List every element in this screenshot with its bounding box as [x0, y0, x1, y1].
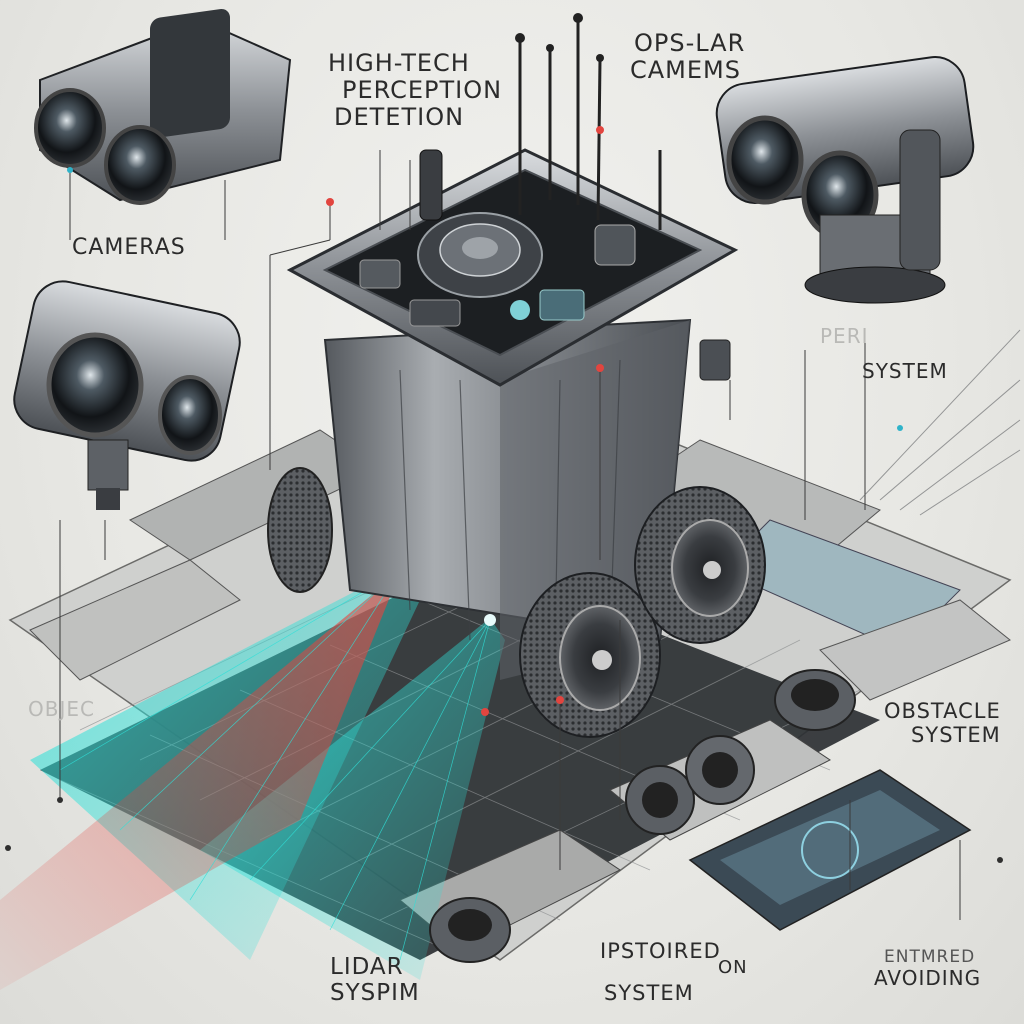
label-line: DETETION [334, 102, 465, 131]
label-line: HIGH-TECH [328, 49, 470, 77]
label-line: CAMEMS [630, 55, 741, 84]
robot-bin-icon [267, 13, 766, 738]
pivot-camera-icon [715, 56, 975, 304]
label-line: ON [718, 956, 748, 978]
label-line: SYSPIM [330, 979, 420, 1006]
label-system-right: SYSTEM [862, 359, 948, 383]
label-line: OPS-LAR [634, 29, 746, 57]
leader-lines [59, 150, 961, 920]
label-line: IPSTOIRED [600, 939, 721, 963]
stereo-camera-icon [34, 8, 292, 205]
dual-lens-camera-icon [13, 280, 241, 510]
label-line: PERCEPTION [342, 75, 503, 104]
label-line: SYSTEM [604, 980, 694, 1005]
label-ipstoired: IPSTOIRED ON SYSTEM [600, 939, 748, 1005]
label-high-tech: HIGH-TECH PERCEPTION DETETION [328, 50, 502, 131]
marker-dots [5, 126, 1003, 863]
label-lidar: LIDAR SYSPIM [330, 954, 420, 1007]
label-line: ENTMRED [884, 947, 976, 967]
label-cameras: CAMERAS [72, 235, 186, 260]
label-line: LIDAR [330, 954, 404, 980]
label-ops-lar: OPS-LAR CAMEMS [630, 30, 745, 84]
motion-streaks [859, 329, 1021, 516]
label-peri: PERI [820, 324, 869, 348]
label-obje: OBJEC [28, 697, 95, 721]
label-avoiding: ENTMRED AVOIDING [874, 947, 982, 991]
lidar-beam-icon [0, 562, 505, 990]
label-line: SYSTEM [911, 722, 1001, 747]
label-obstacle: OBSTACLE SYSTEM [884, 699, 1001, 747]
sensor-module-icon [429, 669, 856, 963]
label-line: OBSTACLE [884, 699, 1001, 723]
label-line: AVOIDING [874, 966, 982, 991]
